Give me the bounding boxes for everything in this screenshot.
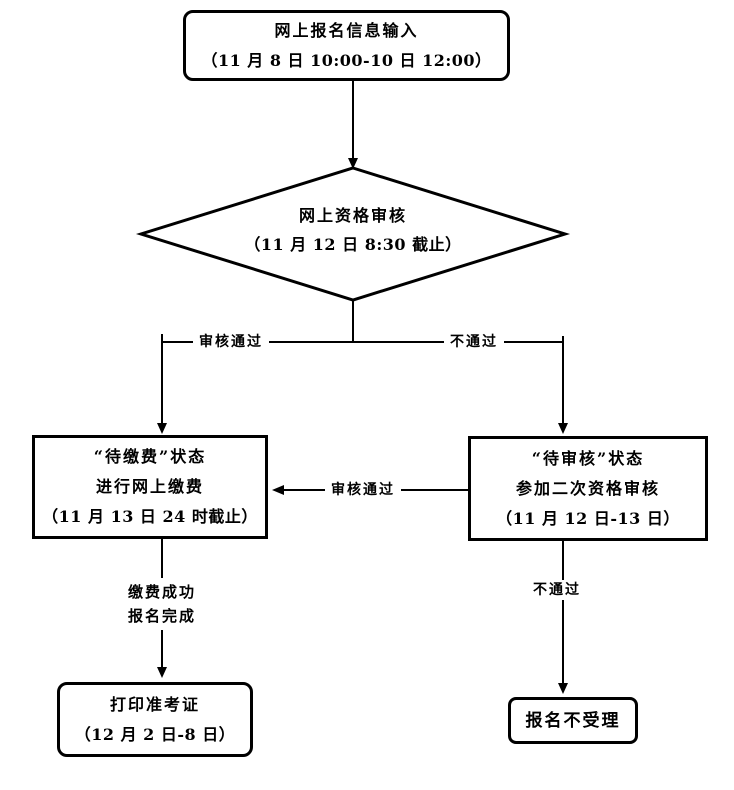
edge-label-pay-done-line2: 报名完成: [127, 607, 197, 625]
node-pay-status: “待缴费”状态: [93, 447, 207, 466]
arrowhead-into-decision: [348, 158, 358, 169]
node-second-review: “待审核”状态 参加二次资格审核 （11 月 12 日-13 日）: [468, 436, 708, 541]
node-decision-title: 网上资格审核: [298, 206, 407, 225]
arrowhead-into-reject: [558, 683, 568, 694]
edge-label-decision-fail: 不通过: [444, 332, 504, 352]
node-reject-title: 报名不受理: [525, 710, 621, 731]
node-decision: 网上资格审核 （11 月 12 日 8:30 截止）: [213, 201, 493, 259]
node-reject: 报名不受理: [508, 697, 638, 744]
edge-label-second-review-fail: 不通过: [527, 580, 587, 600]
arrowhead-into-print: [157, 667, 167, 678]
node-pay: “待缴费”状态 进行网上缴费 （11 月 13 日 24 时截止）: [32, 435, 268, 539]
node-pay-date: （11 月 13 日 24 时截止）: [42, 507, 258, 526]
edge-label-decision-pass: 审核通过: [193, 332, 269, 352]
arrowhead-into-pay-side: [272, 485, 284, 495]
node-print-date: （12 月 2 日-8 日）: [74, 724, 236, 744]
node-second-review-date: （11 月 12 日-13 日）: [496, 508, 680, 528]
node-start-date: （11 月 8 日 10:00-10 日 12:00）: [201, 50, 492, 70]
node-second-review-status: “待审核”状态: [531, 448, 645, 468]
node-print: 打印准考证 （12 月 2 日-8 日）: [57, 682, 253, 757]
arrowhead-into-review: [558, 423, 568, 434]
node-print-title: 打印准考证: [109, 694, 200, 714]
node-start-title: 网上报名信息输入: [274, 20, 419, 40]
edge-label-pay-done-line1: 缴费成功: [127, 583, 197, 601]
node-decision-date: （11 月 12 日 8:30 截止）: [244, 235, 462, 254]
edge-label-pay-done: 缴费成功 报名完成: [119, 578, 205, 630]
edge-label-second-review-pass: 审核通过: [325, 480, 401, 500]
node-start: 网上报名信息输入 （11 月 8 日 10:00-10 日 12:00）: [183, 10, 510, 81]
arrowhead-into-pay: [157, 423, 167, 434]
node-pay-action: 进行网上缴费: [95, 477, 204, 496]
node-second-review-action: 参加二次资格审核: [515, 478, 660, 498]
